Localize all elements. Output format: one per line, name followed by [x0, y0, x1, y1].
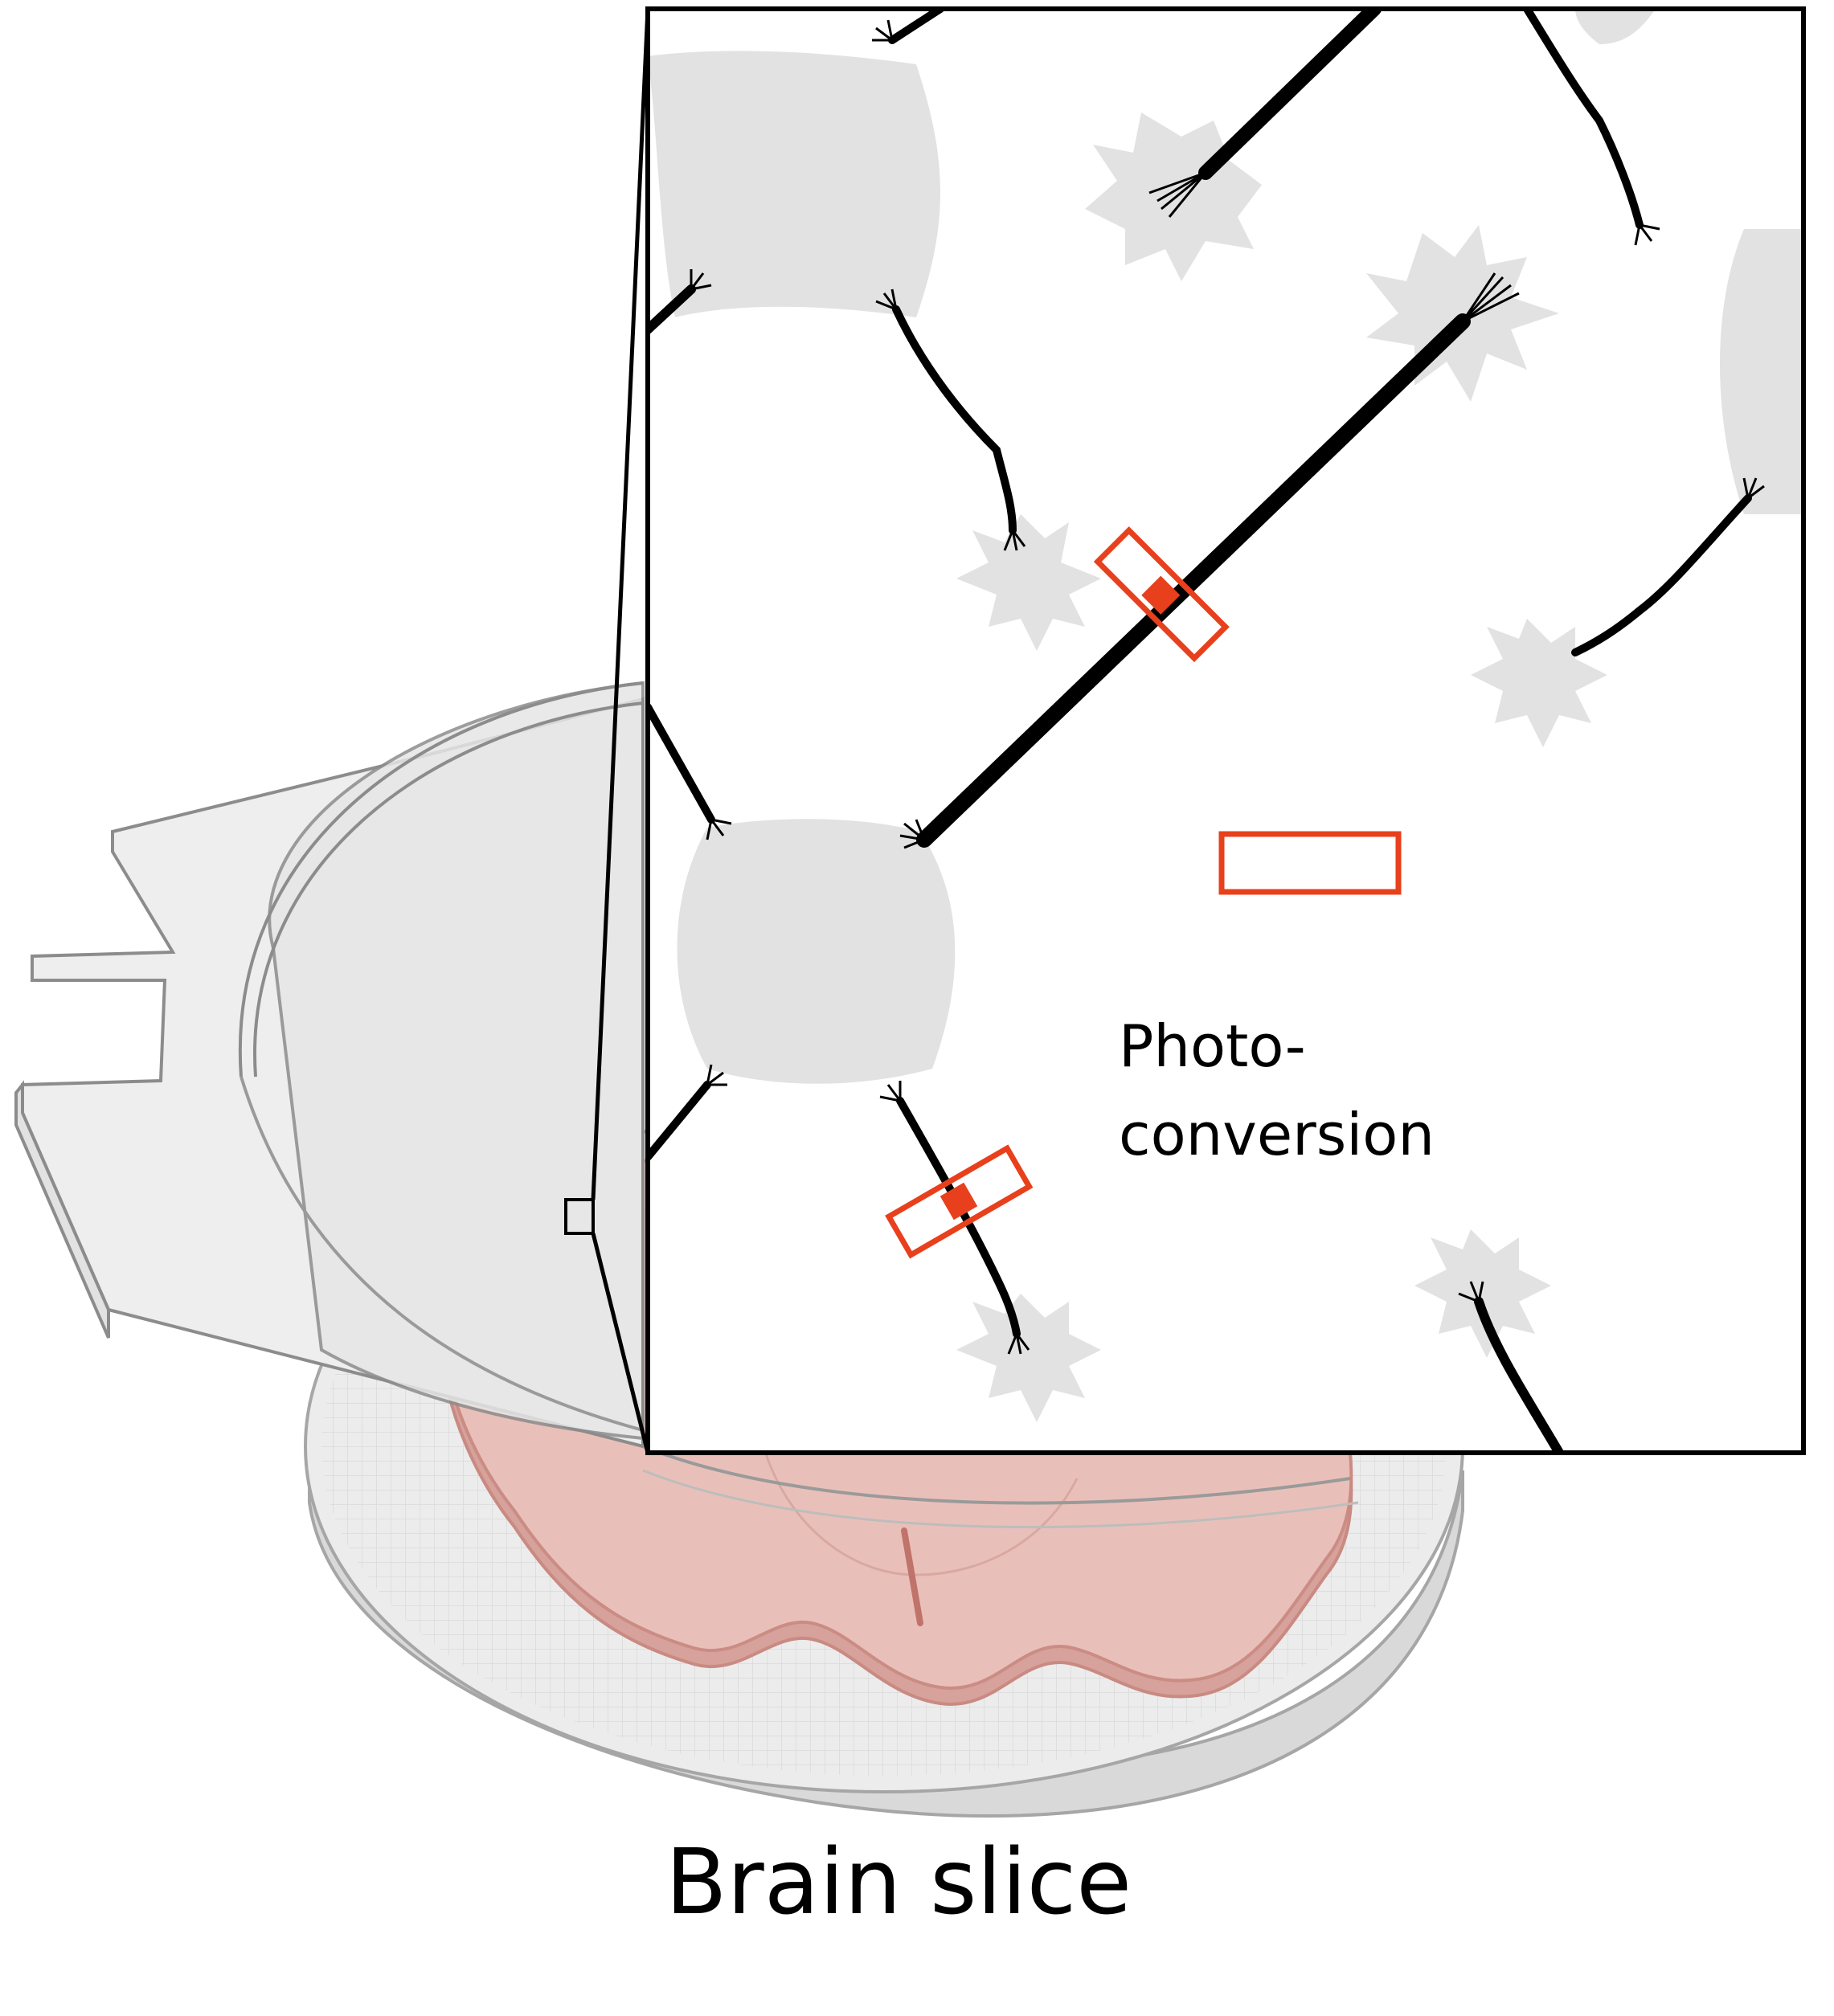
- axon-left-descending: [892, 305, 1017, 534]
- growth-cone-2: [1461, 272, 1520, 323]
- insert-flange-edge: [14, 1080, 110, 1339]
- inset-label-line1: Photo-: [1119, 1012, 1306, 1080]
- inset-label-line2: conversion: [1119, 1101, 1435, 1168]
- axon-right-descending: [1523, 9, 1644, 229]
- growth-cone-11: [706, 818, 732, 840]
- thick-axon-main: [916, 313, 1471, 848]
- axon-left-mid: [648, 703, 715, 824]
- zoom-source-square: [564, 1198, 595, 1235]
- zoom-line-top: [591, 8, 650, 1200]
- photoconversion-mark-main-axon: [1141, 575, 1181, 615]
- growth-cone-8: [1007, 1333, 1030, 1355]
- culture-insert: [14, 681, 1359, 1529]
- insert-rim-inner: [253, 701, 644, 1078]
- growth-cone-6: [1634, 223, 1660, 246]
- photoconversion-regions: [885, 526, 1402, 1259]
- photoconversion-mark-lower-axon: [940, 1182, 978, 1221]
- axon-left-lower: [648, 1081, 711, 1161]
- zoom-line-bottom: [591, 1233, 650, 1454]
- growth-cone-group: [690, 19, 1765, 1355]
- growth-cone-7: [1742, 477, 1765, 500]
- tissue-midline: [901, 1527, 923, 1626]
- inset-frame: [645, 6, 1806, 1455]
- axon-right-curve: [1571, 494, 1752, 656]
- tissue-inner-contour: [762, 1446, 1079, 1576]
- photoconversion-box-empty: [1218, 831, 1402, 895]
- insert-front-rim-lower: [642, 1469, 1359, 1529]
- growth-cone-9: [1458, 1281, 1484, 1303]
- photoconversion-box-lower-axon: [885, 1144, 1034, 1259]
- cell-body-mid-left: [677, 819, 956, 1084]
- magnified-inset: Photo- conversion: [645, 6, 1806, 1455]
- axon-left-edge-upper: [648, 284, 696, 334]
- axon-top-left-corner: [888, 9, 944, 44]
- growth-cone-12: [706, 1064, 727, 1086]
- star-cell-lower-left: [956, 1294, 1101, 1422]
- growth-cone-4: [875, 288, 898, 311]
- growth-cone-14: [872, 19, 894, 42]
- insert-rim-outer: [238, 681, 644, 1078]
- growth-cone-5: [1003, 530, 1026, 551]
- cell-body-top-left: [648, 51, 940, 317]
- figure-caption: Brain slice: [665, 1830, 1132, 1935]
- cell-body-top-right: [1575, 9, 1656, 44]
- growth-cone-10: [879, 1081, 902, 1102]
- insert-front-rim: [642, 1445, 1351, 1505]
- thick-axon-upper: [1198, 9, 1382, 180]
- zoom-indicator: [564, 8, 650, 1454]
- axon-lower-photoconverted: [896, 1097, 1021, 1338]
- star-cell-mid-left: [956, 514, 1101, 651]
- growth-cone-1: [1148, 171, 1207, 218]
- photoconversion-box-main-axon: [1093, 526, 1230, 663]
- axon-lower-right: [1474, 1297, 1564, 1453]
- cell-body-right-edge: [1720, 229, 1803, 514]
- growth-cone-13: [690, 269, 712, 291]
- star-cell-lower-right: [1414, 1229, 1551, 1358]
- insert-bottom-lip: [239, 1076, 644, 1432]
- axon-group: [648, 9, 1752, 1453]
- growth-cone-3: [899, 819, 926, 849]
